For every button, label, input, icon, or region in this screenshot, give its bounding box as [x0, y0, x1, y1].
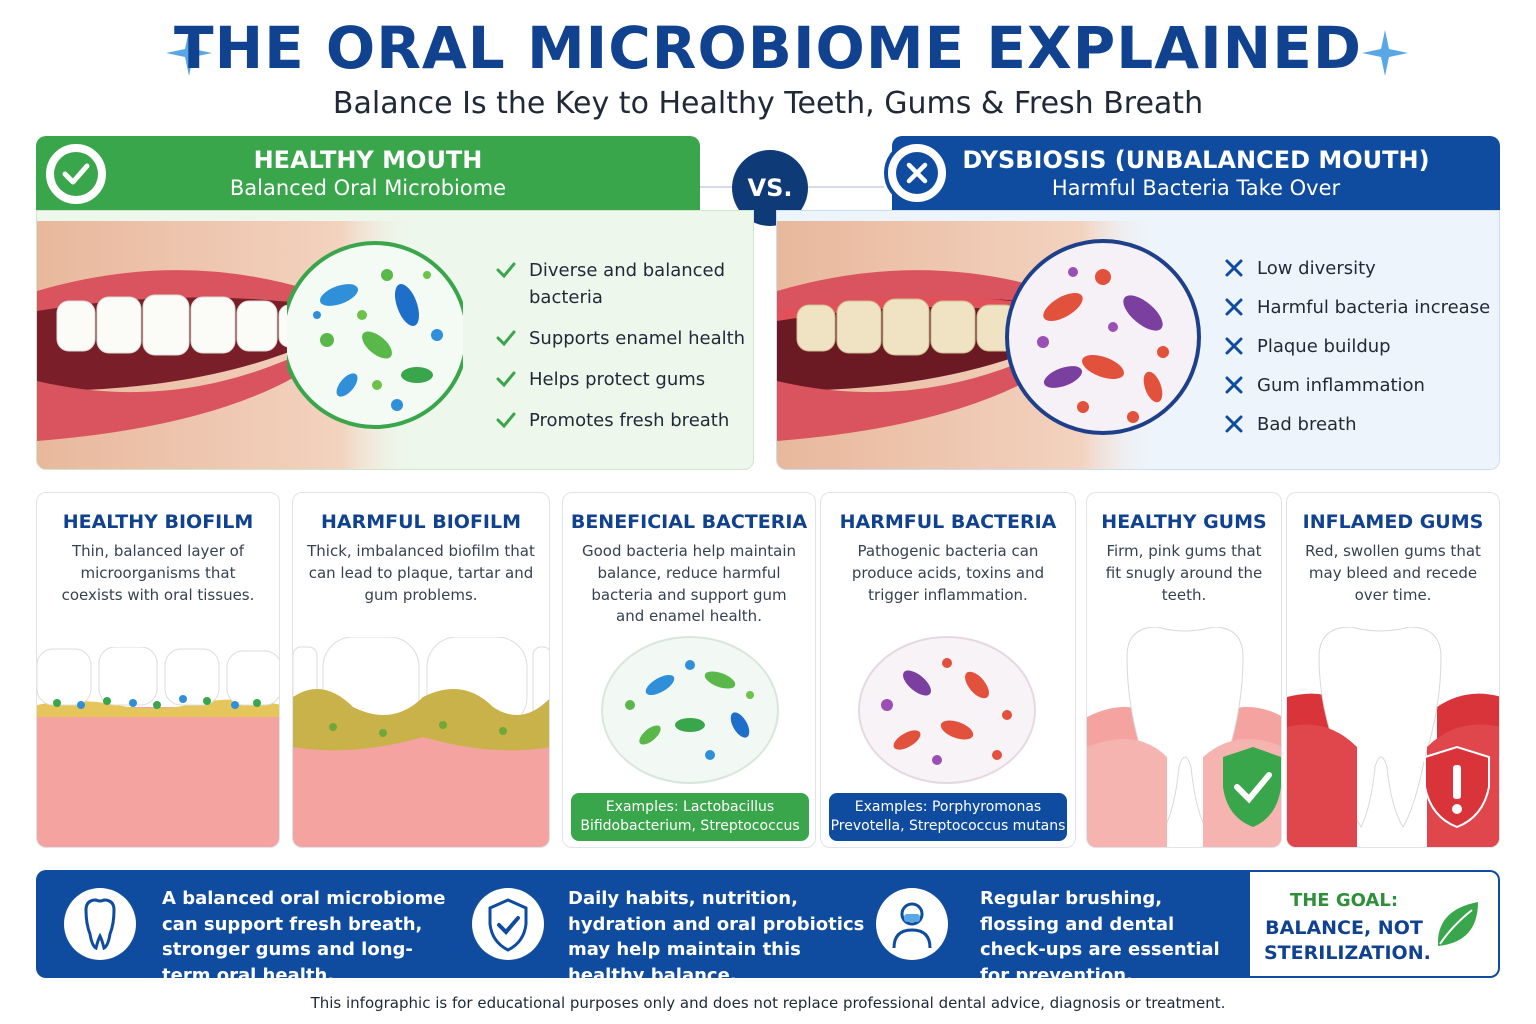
sparkle-icon [166, 30, 212, 76]
healthy-biofilm-illustration [37, 647, 279, 847]
dysbiosis-points-list: Low diversity Harmful bacteria increase … [1223, 255, 1493, 450]
x-icon [1225, 298, 1243, 316]
list-item: Diverse and balanced bacteria [495, 257, 753, 311]
summary-item: Daily habits, nutrition, hydration and o… [456, 870, 866, 978]
balanced-bacteria-circle [287, 241, 463, 429]
inflamed-gum-tooth-illustration [1287, 627, 1499, 847]
card-harmful-bacteria: HARMFUL BACTERIA Pathogenic bacteria can… [820, 492, 1076, 848]
beneficial-examples-pill: Examples: Lactobacillus Bifidobacterium,… [571, 793, 809, 841]
healthy-gum-tooth-illustration [1087, 627, 1281, 847]
summary-text: A balanced oral microbiome can support f… [162, 888, 446, 978]
list-item: Bad breath [1223, 411, 1493, 438]
point-text: Supports enamel health [529, 328, 746, 349]
check-icon [496, 330, 516, 347]
point-text: Low diversity [1257, 258, 1376, 279]
beneficial-bacteria-circle [601, 636, 779, 784]
x-icon [1225, 337, 1243, 355]
card-description: Thin, balanced layer of microorganisms t… [61, 542, 255, 604]
list-item: Harmful bacteria increase [1223, 294, 1493, 321]
card-beneficial-bacteria: BENEFICIAL BACTERIA Good bacteria help m… [562, 492, 816, 848]
list-item: Low diversity [1223, 255, 1493, 282]
card-title: INFLAMED GUMS [1302, 511, 1484, 533]
point-text: Harmful bacteria increase [1257, 297, 1491, 318]
healthy-mouth-title: HEALTHY MOUTH [253, 146, 483, 174]
card-description: Pathogenic bacteria can produce acids, t… [851, 542, 1045, 604]
card-title: BENEFICIAL BACTERIA [570, 511, 808, 533]
point-text: Bad breath [1257, 414, 1357, 435]
check-badge-icon [42, 140, 110, 208]
check-icon [496, 262, 516, 279]
point-text: Helps protect gums [529, 369, 706, 390]
sparkle-icon [1362, 30, 1408, 76]
dysbiosis-header: DYSBIOSIS (UNBALANCED MOUTH) Harmful Bac… [892, 136, 1500, 210]
harmful-examples-pill: Examples: Porphyromonas Prevotella, Stre… [829, 793, 1067, 841]
healthy-mouth-subtitle: Balanced Oral Microbiome [229, 176, 507, 200]
card-harmful-biofilm: HARMFUL BIOFILM Thick, imbalanced biofil… [292, 492, 550, 848]
card-title: HEALTHY GUMS [1101, 511, 1267, 533]
disclaimer: This infographic is for educational purp… [310, 994, 1226, 1012]
check-icon [496, 412, 516, 429]
bottom-summary-bar: A balanced oral microbiome can support f… [36, 870, 1500, 978]
card-description: Firm, pink gums that fit snugly around t… [1105, 542, 1263, 604]
card-inflamed-gums: INFLAMED GUMS Red, swollen gums that may… [1286, 492, 1500, 848]
harmful-bacteria-circle [1005, 239, 1201, 435]
list-item: Promotes fresh breath [495, 407, 753, 434]
card-description: Red, swollen gums that may bleed and rec… [1305, 542, 1481, 604]
leaf-icon [1437, 902, 1478, 946]
dysbiosis-title: DYSBIOSIS (UNBALANCED MOUTH) [962, 146, 1430, 174]
list-item: Plaque buildup [1223, 333, 1493, 360]
shield-check-icon [472, 888, 544, 960]
point-text: Gum inflammation [1257, 375, 1425, 396]
x-icon [1225, 415, 1243, 433]
header: THE ORAL MICROBIOME EXPLAINED Balance Is… [0, 0, 1536, 130]
card-description: Thick, imbalanced biofilm that can lead … [307, 542, 535, 604]
list-item: Gum inflammation [1223, 372, 1493, 399]
shield-check-icon [1223, 747, 1281, 827]
dysbiosis-panel: Low diversity Harmful bacteria increase … [776, 210, 1500, 470]
card-title: HARMFUL BIOFILM [320, 511, 522, 533]
point-text: Diverse and balanced bacteria [529, 260, 726, 308]
healthy-mouth-panel: Diverse and balanced bacteria Supports e… [36, 210, 754, 470]
list-item: Helps protect gums [495, 366, 753, 393]
summary-item: Regular brushing, flossing and dental ch… [866, 870, 1246, 978]
dysbiosis-subtitle: Harmful Bacteria Take Over [1051, 176, 1341, 200]
card-title: HARMFUL BACTERIA [839, 511, 1057, 533]
tooth-icon [64, 888, 136, 960]
point-text: Plaque buildup [1257, 336, 1391, 357]
card-healthy-biofilm: HEALTHY BIOFILM Thin, balanced layer of … [36, 492, 280, 848]
check-icon [496, 371, 516, 388]
card-description: Good bacteria help maintain balance, red… [581, 542, 797, 626]
divider [700, 186, 732, 188]
x-icon [1225, 376, 1243, 394]
summary-text: Regular brushing, flossing and dental ch… [980, 888, 1220, 978]
shield-alert-icon [1424, 745, 1490, 829]
list-item: Supports enamel health [495, 325, 753, 352]
summary-item: A balanced oral microbiome can support f… [36, 870, 456, 978]
summary-text: Daily habits, nutrition, hydration and o… [568, 888, 865, 978]
healthy-mouth-header: HEALTHY MOUTH Balanced Oral Microbiome [36, 136, 700, 210]
point-text: Promotes fresh breath [529, 410, 730, 431]
goal-text: BALANCE, NOT STERILIZATION. [1264, 917, 1431, 964]
healthy-points-list: Diverse and balanced bacteria Supports e… [495, 257, 753, 448]
harmful-biofilm-illustration [293, 637, 549, 847]
x-badge-icon [884, 140, 950, 206]
card-healthy-gums: HEALTHY GUMS Firm, pink gums that fit sn… [1086, 492, 1282, 848]
page-title: THE ORAL MICROBIOME EXPLAINED [174, 14, 1362, 82]
harmful-bacteria-cluster [858, 636, 1036, 784]
x-icon [1225, 259, 1243, 277]
card-title: HEALTHY BIOFILM [62, 511, 254, 533]
goal-box: THE GOAL: BALANCE, NOT STERILIZATION. [1250, 872, 1498, 976]
dentist-icon [876, 888, 948, 960]
goal-label: THE GOAL: [1289, 890, 1399, 911]
page-subtitle: Balance Is the Key to Healthy Teeth, Gum… [332, 86, 1204, 121]
divider [808, 186, 884, 188]
